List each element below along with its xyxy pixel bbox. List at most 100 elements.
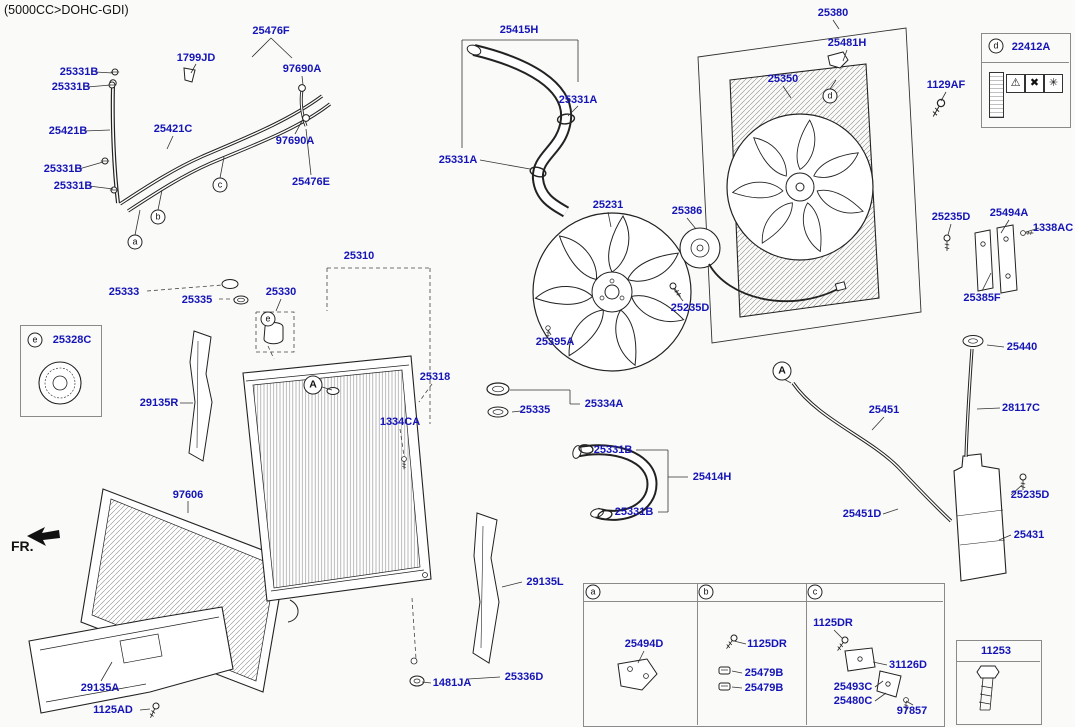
reservoir-cap-drawing[interactable] [962, 335, 984, 347]
radiator-inlet-neck [326, 387, 340, 395]
part-label-25480C[interactable]: 25480C [833, 695, 873, 707]
marker-b-table: b [698, 584, 714, 600]
pipe-fitting-top [298, 84, 306, 92]
part-label-25333[interactable]: 25333 [108, 286, 140, 298]
part-label-25334A[interactable]: 25334A [584, 398, 624, 410]
part-label-25350[interactable]: 25350 [767, 73, 799, 85]
bolt-11253-head [976, 665, 1000, 679]
bracket-25494d [617, 658, 658, 691]
part-label-25415H[interactable]: 25415H [499, 24, 539, 36]
part-label-97857[interactable]: 97857 [896, 705, 928, 717]
overflow-tube-drawing[interactable] [964, 348, 974, 458]
marker-a-pipes: a [127, 234, 143, 250]
part-label-25414H[interactable]: 25414H [692, 471, 732, 483]
part-label-25380[interactable]: 25380 [817, 7, 849, 19]
ref-box-22412a-divider [981, 62, 1069, 63]
fan-motor-drawing[interactable] [679, 227, 847, 303]
part-label-25440[interactable]: 25440 [1006, 341, 1038, 353]
part-label-25395A[interactable]: 25395A [535, 336, 575, 348]
part-label-25493C[interactable]: 25493C [833, 681, 873, 693]
part-label-25235D-2[interactable]: 25235D [670, 302, 710, 314]
part-label-25385F[interactable]: 25385F [963, 292, 1001, 304]
part-label-25331B-2[interactable]: 25331B [51, 81, 91, 93]
part-label-25331A-1[interactable]: 25331A [558, 94, 598, 106]
marker-e-refbox: e [27, 332, 43, 348]
fr-direction-arrow-icon [27, 527, 60, 546]
air-guard-drawing[interactable] [28, 606, 234, 714]
part-label-25310[interactable]: 25310 [343, 250, 375, 262]
oil-cooler-pipes-drawing[interactable] [100, 67, 332, 213]
part-label-25235D-1[interactable]: 25235D [931, 211, 971, 223]
part-label-25386[interactable]: 25386 [671, 205, 703, 217]
part-label-25331A-2[interactable]: 25331A [438, 154, 478, 166]
part-label-25331B-5[interactable]: 25331B [593, 444, 633, 456]
table-part-drawings [617, 647, 1000, 711]
mounting-plates-drawing[interactable] [974, 224, 1018, 294]
part-label-1125DR-2[interactable]: 1125DR [813, 617, 853, 629]
part-label-25331B-1[interactable]: 25331B [59, 66, 99, 78]
clip-25479b-2 [718, 682, 731, 691]
marker-c-pipes: c [212, 177, 228, 193]
shroud-clip [827, 51, 849, 69]
part-label-25494A[interactable]: 25494A [989, 207, 1029, 219]
bolt-1125dr-b-icon [723, 633, 739, 651]
reservoir-drawing[interactable] [953, 453, 1007, 582]
part-label-1125DR-1[interactable]: 1125DR [747, 638, 787, 650]
part-label-1125AD[interactable]: 1125AD [93, 704, 133, 716]
part-label-1129AF[interactable]: 1129AF [926, 79, 966, 91]
part-label-28117C[interactable]: 28117C [1002, 402, 1040, 414]
part-label-25476F[interactable]: 25476F [252, 25, 290, 37]
part-label-25476E[interactable]: 25476E [292, 176, 330, 188]
part-label-97606[interactable]: 97606 [172, 489, 204, 501]
reservoir-hose-drawing[interactable] [791, 382, 953, 523]
upper-hose-drawing[interactable] [466, 43, 576, 218]
part-label-1799JD[interactable]: 1799JD [176, 52, 216, 64]
part-label-25421C[interactable]: 25421C [153, 123, 193, 135]
part-label-97690A-2[interactable]: 97690A [275, 135, 315, 147]
part-label-25235D-3[interactable]: 25235D [1010, 489, 1050, 501]
caution-label-plate [989, 72, 1004, 118]
marker-b-pipes: b [150, 209, 166, 225]
part-label-97690A-1[interactable]: 97690A [282, 63, 322, 75]
part-label-25331B-6[interactable]: 25331B [614, 506, 654, 518]
part-label-25336D[interactable]: 25336D [504, 671, 544, 683]
part-label-25335-2[interactable]: 25335 [519, 404, 551, 416]
lower-hose-drawing[interactable] [571, 444, 658, 521]
part-label-25318[interactable]: 25318 [419, 371, 451, 383]
part-label-25494D[interactable]: 25494D [624, 638, 664, 650]
part-label-25451[interactable]: 25451 [868, 404, 900, 416]
part-label-11253[interactable]: 11253 [981, 645, 1011, 657]
part-label-25431[interactable]: 25431 [1013, 529, 1045, 541]
part-label-25481H[interactable]: 25481H [827, 37, 867, 49]
part-label-22412A[interactable]: 22412A [1011, 41, 1051, 53]
part-label-29135R[interactable]: 29135R [139, 397, 179, 409]
part-label-1481JA[interactable]: 1481JA [432, 677, 472, 689]
bracket-right-drawing[interactable] [188, 330, 213, 462]
part-label-1334CA[interactable]: 1334CA [379, 416, 421, 428]
part-label-25328C[interactable]: 25328C [52, 334, 92, 346]
part-label-31126D[interactable]: 31126D [889, 659, 927, 671]
radiator-drawing[interactable] [242, 355, 432, 602]
bracket-left-drawing[interactable] [472, 512, 500, 664]
part-label-1338AC[interactable]: 1338AC [1032, 222, 1074, 234]
part-label-25479B-1[interactable]: 25479B [744, 667, 784, 679]
part-label-29135A[interactable]: 29135A [80, 682, 120, 694]
part-label-25330[interactable]: 25330 [265, 286, 297, 298]
fan-shroud-drawing[interactable] [726, 51, 880, 318]
fr-direction-label: FR. [11, 538, 34, 554]
motor-wire [708, 263, 839, 303]
part-label-25421B[interactable]: 25421B [48, 125, 88, 137]
bracket-25493c [876, 670, 902, 698]
cooling-fan-drawing[interactable] [532, 212, 692, 372]
part-label-25231[interactable]: 25231 [592, 199, 624, 211]
ref-box-22412a [981, 33, 1071, 128]
part-label-29135L[interactable]: 29135L [526, 576, 564, 588]
part-label-25335-1[interactable]: 25335 [181, 294, 213, 306]
part-label-25331B-4[interactable]: 25331B [53, 180, 93, 192]
part-label-25331B-3[interactable]: 25331B [43, 163, 83, 175]
hardware-table-col-divider-1 [697, 583, 698, 725]
part-label-25479B-2[interactable]: 25479B [744, 682, 784, 694]
part-label-25451D[interactable]: 25451D [842, 508, 882, 520]
